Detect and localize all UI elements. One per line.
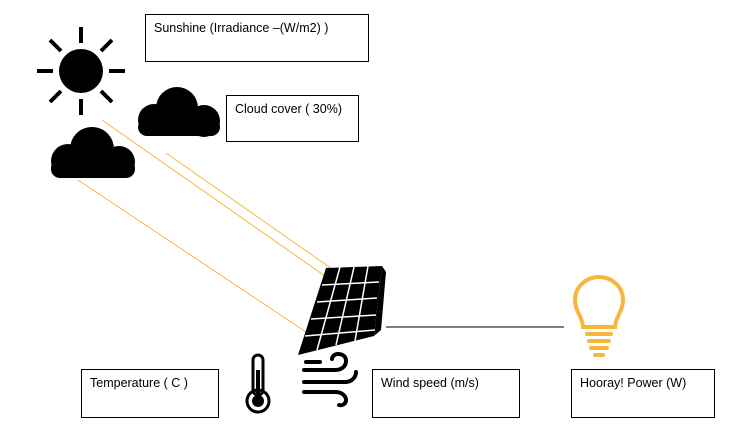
sun-icon <box>37 27 125 115</box>
power-label: Hooray! Power (W) <box>571 369 715 418</box>
cloud-cover-label: Cloud cover ( 30%) <box>226 95 359 142</box>
cloud-icon <box>138 87 220 137</box>
light-bulb-icon <box>572 274 626 357</box>
ray-line <box>77 179 319 341</box>
wind-icon <box>302 351 358 408</box>
sunshine-label: Sunshine (Irradiance –(W/m2) ) <box>145 14 369 62</box>
ray-line <box>165 152 346 279</box>
wind-speed-label: Wind speed (m/s) <box>372 369 520 418</box>
ray-line <box>101 119 346 291</box>
thermometer-icon <box>245 353 271 414</box>
solar-panel-icon <box>298 265 386 355</box>
cloud-icon <box>51 127 135 178</box>
sun-rays <box>77 119 346 341</box>
temperature-label: Temperature ( C ) <box>81 369 219 418</box>
